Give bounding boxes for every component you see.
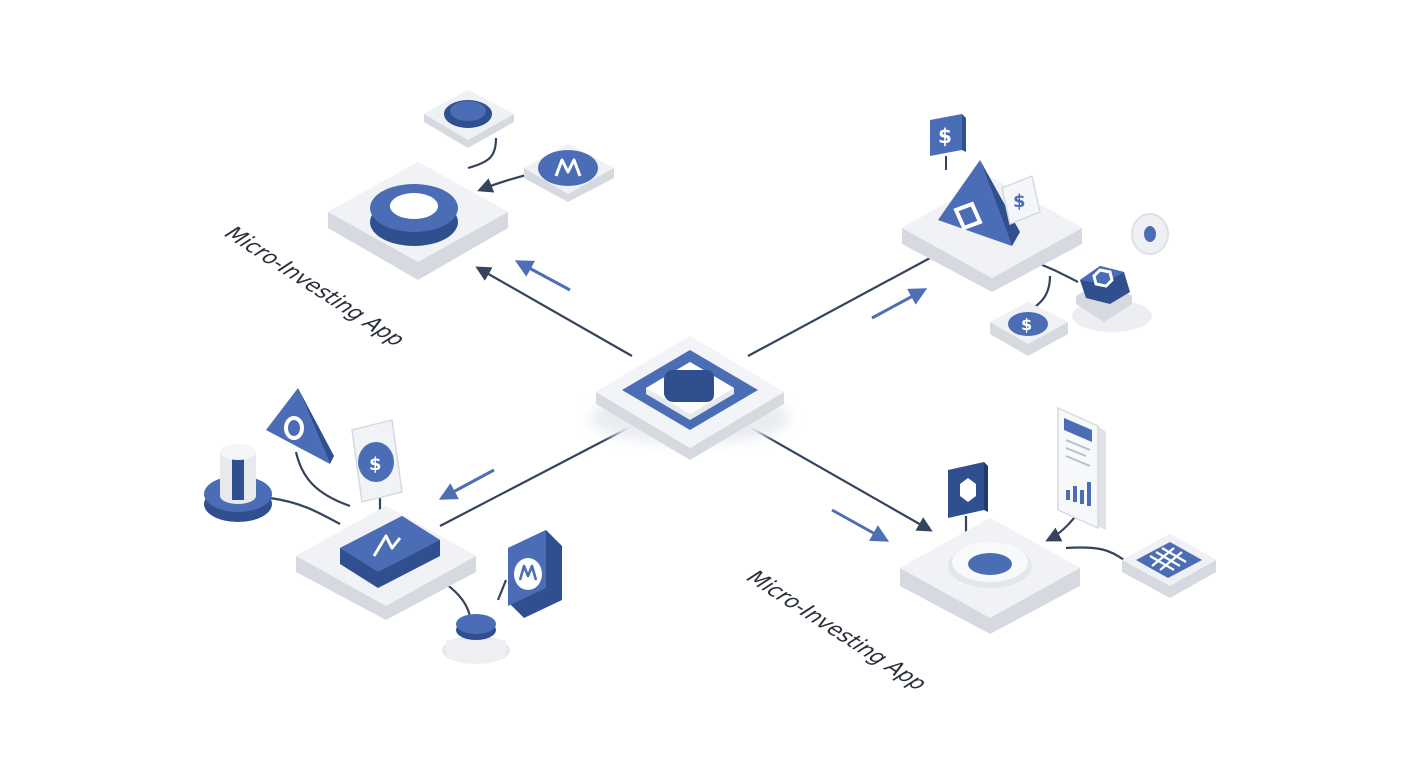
platform-bottom-right bbox=[900, 518, 1080, 634]
circle-token-icon bbox=[390, 193, 438, 219]
octagon-cube-icon bbox=[1092, 268, 1114, 288]
dollar-coin-right: $ bbox=[990, 302, 1068, 356]
line-bl-m bbox=[496, 579, 508, 601]
m-logo-icon bbox=[518, 564, 538, 581]
cylinder-stack bbox=[204, 444, 272, 522]
line-bl-tri bbox=[294, 451, 351, 508]
dollar-icon: $ bbox=[938, 124, 952, 148]
button-icon bbox=[456, 614, 496, 634]
line-hub-to-bottom-right bbox=[747, 425, 933, 532]
flow-arrow-bottom-right bbox=[831, 508, 890, 542]
token-top bbox=[424, 90, 514, 148]
triangle-badge bbox=[266, 388, 334, 464]
m-card-bottom bbox=[508, 530, 562, 618]
small-disc-right bbox=[1131, 213, 1169, 255]
dollar-icon: $ bbox=[1013, 191, 1026, 212]
round-button bbox=[442, 614, 510, 664]
m-logo-icon bbox=[372, 534, 402, 557]
m-badge-top bbox=[524, 144, 614, 202]
circle-small-icon bbox=[450, 101, 486, 121]
line-br-chip bbox=[1065, 546, 1125, 561]
flow-arrow-top-right bbox=[871, 288, 928, 320]
hexagon-pin-icon bbox=[960, 478, 976, 502]
central-hub bbox=[590, 336, 790, 460]
platform-bottom-left bbox=[296, 506, 476, 620]
platform-top-left bbox=[328, 162, 508, 280]
triangle-icon bbox=[284, 416, 304, 440]
hexagon-pin bbox=[948, 462, 988, 518]
grid-chip bbox=[1122, 534, 1216, 598]
line-tr-cube bbox=[1039, 262, 1079, 283]
flow-arrow-bottom-left bbox=[438, 468, 495, 500]
line-hub-to-top-left bbox=[475, 266, 633, 357]
dollar-sign-card-top: $ bbox=[930, 114, 966, 170]
line-hub-to-bottom-left bbox=[439, 425, 633, 527]
flow-arrow-top-left bbox=[514, 260, 571, 292]
platform-top-right: $ bbox=[902, 160, 1082, 292]
phone-chart-icon bbox=[1066, 482, 1091, 506]
grid-chip-icon bbox=[1149, 547, 1187, 571]
octagon-cube bbox=[1072, 266, 1152, 332]
target-icon bbox=[968, 553, 1012, 575]
square-outline-icon bbox=[953, 201, 983, 231]
dollar-card-left: $ bbox=[351, 419, 403, 503]
line-hub-to-top-right bbox=[747, 257, 931, 357]
hub-square-icon bbox=[664, 370, 714, 402]
line-bl-cyl bbox=[269, 496, 341, 525]
phone-chart bbox=[1057, 406, 1106, 530]
dollar-icon: $ bbox=[369, 454, 382, 475]
line-token-to-platform bbox=[467, 137, 498, 170]
flow-arrows bbox=[438, 260, 928, 542]
dollar-icon: $ bbox=[1021, 315, 1032, 334]
m-logo-icon bbox=[554, 158, 582, 177]
dot-icon bbox=[1144, 226, 1156, 242]
